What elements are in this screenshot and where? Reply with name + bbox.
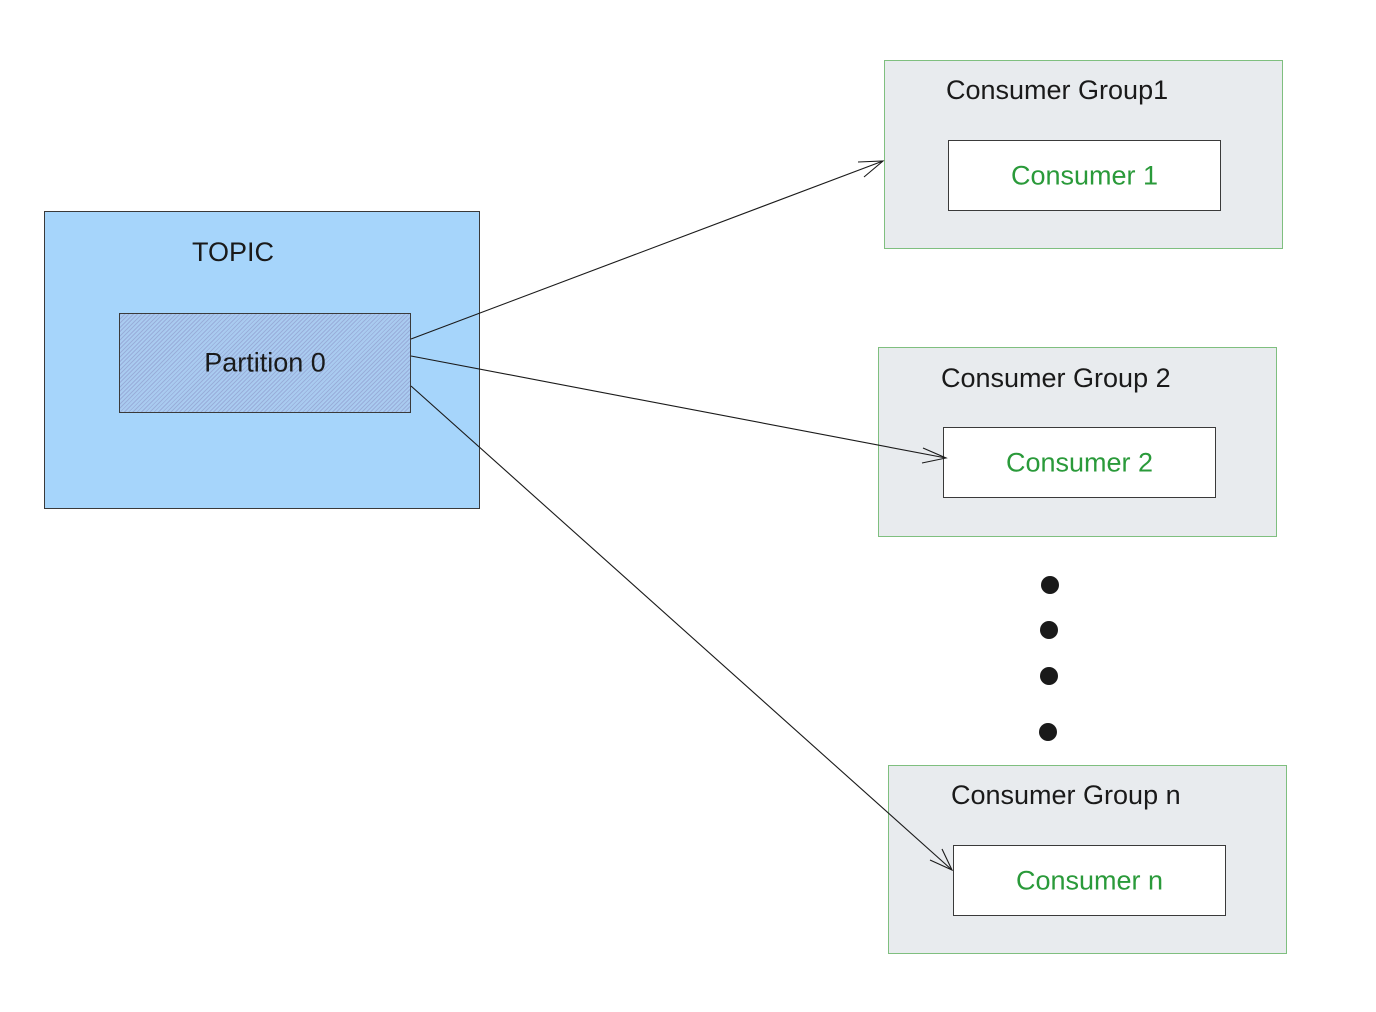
consumer-group-2-label: Consumer Group 2 xyxy=(941,363,1171,393)
arrow-to-consumer-n xyxy=(410,385,954,872)
partition-box: Partition 0 xyxy=(119,313,411,413)
consumer-group-n-label: Consumer Group n xyxy=(951,780,1181,810)
consumer-1-label: Consumer 1 xyxy=(1010,160,1159,190)
ellipsis-dot xyxy=(1040,667,1058,685)
consumer-n-box: Consumer n xyxy=(953,845,1226,916)
partition-label: Partition 0 xyxy=(204,347,326,378)
consumer-n-label: Consumer n xyxy=(1015,865,1164,895)
ellipsis-dot xyxy=(1039,723,1057,741)
ellipsis-dot xyxy=(1040,621,1058,639)
topic-label: TOPIC xyxy=(192,237,275,267)
consumer-1-box: Consumer 1 xyxy=(948,140,1221,211)
arrow-to-consumer-2 xyxy=(410,355,948,464)
consumer-2-label: Consumer 2 xyxy=(1005,447,1154,477)
consumer-2-box: Consumer 2 xyxy=(943,427,1216,498)
arrow-to-consumer-group-1 xyxy=(410,160,885,340)
ellipsis-dot xyxy=(1041,576,1059,594)
consumer-group-1-label: Consumer Group1 xyxy=(946,75,1169,105)
